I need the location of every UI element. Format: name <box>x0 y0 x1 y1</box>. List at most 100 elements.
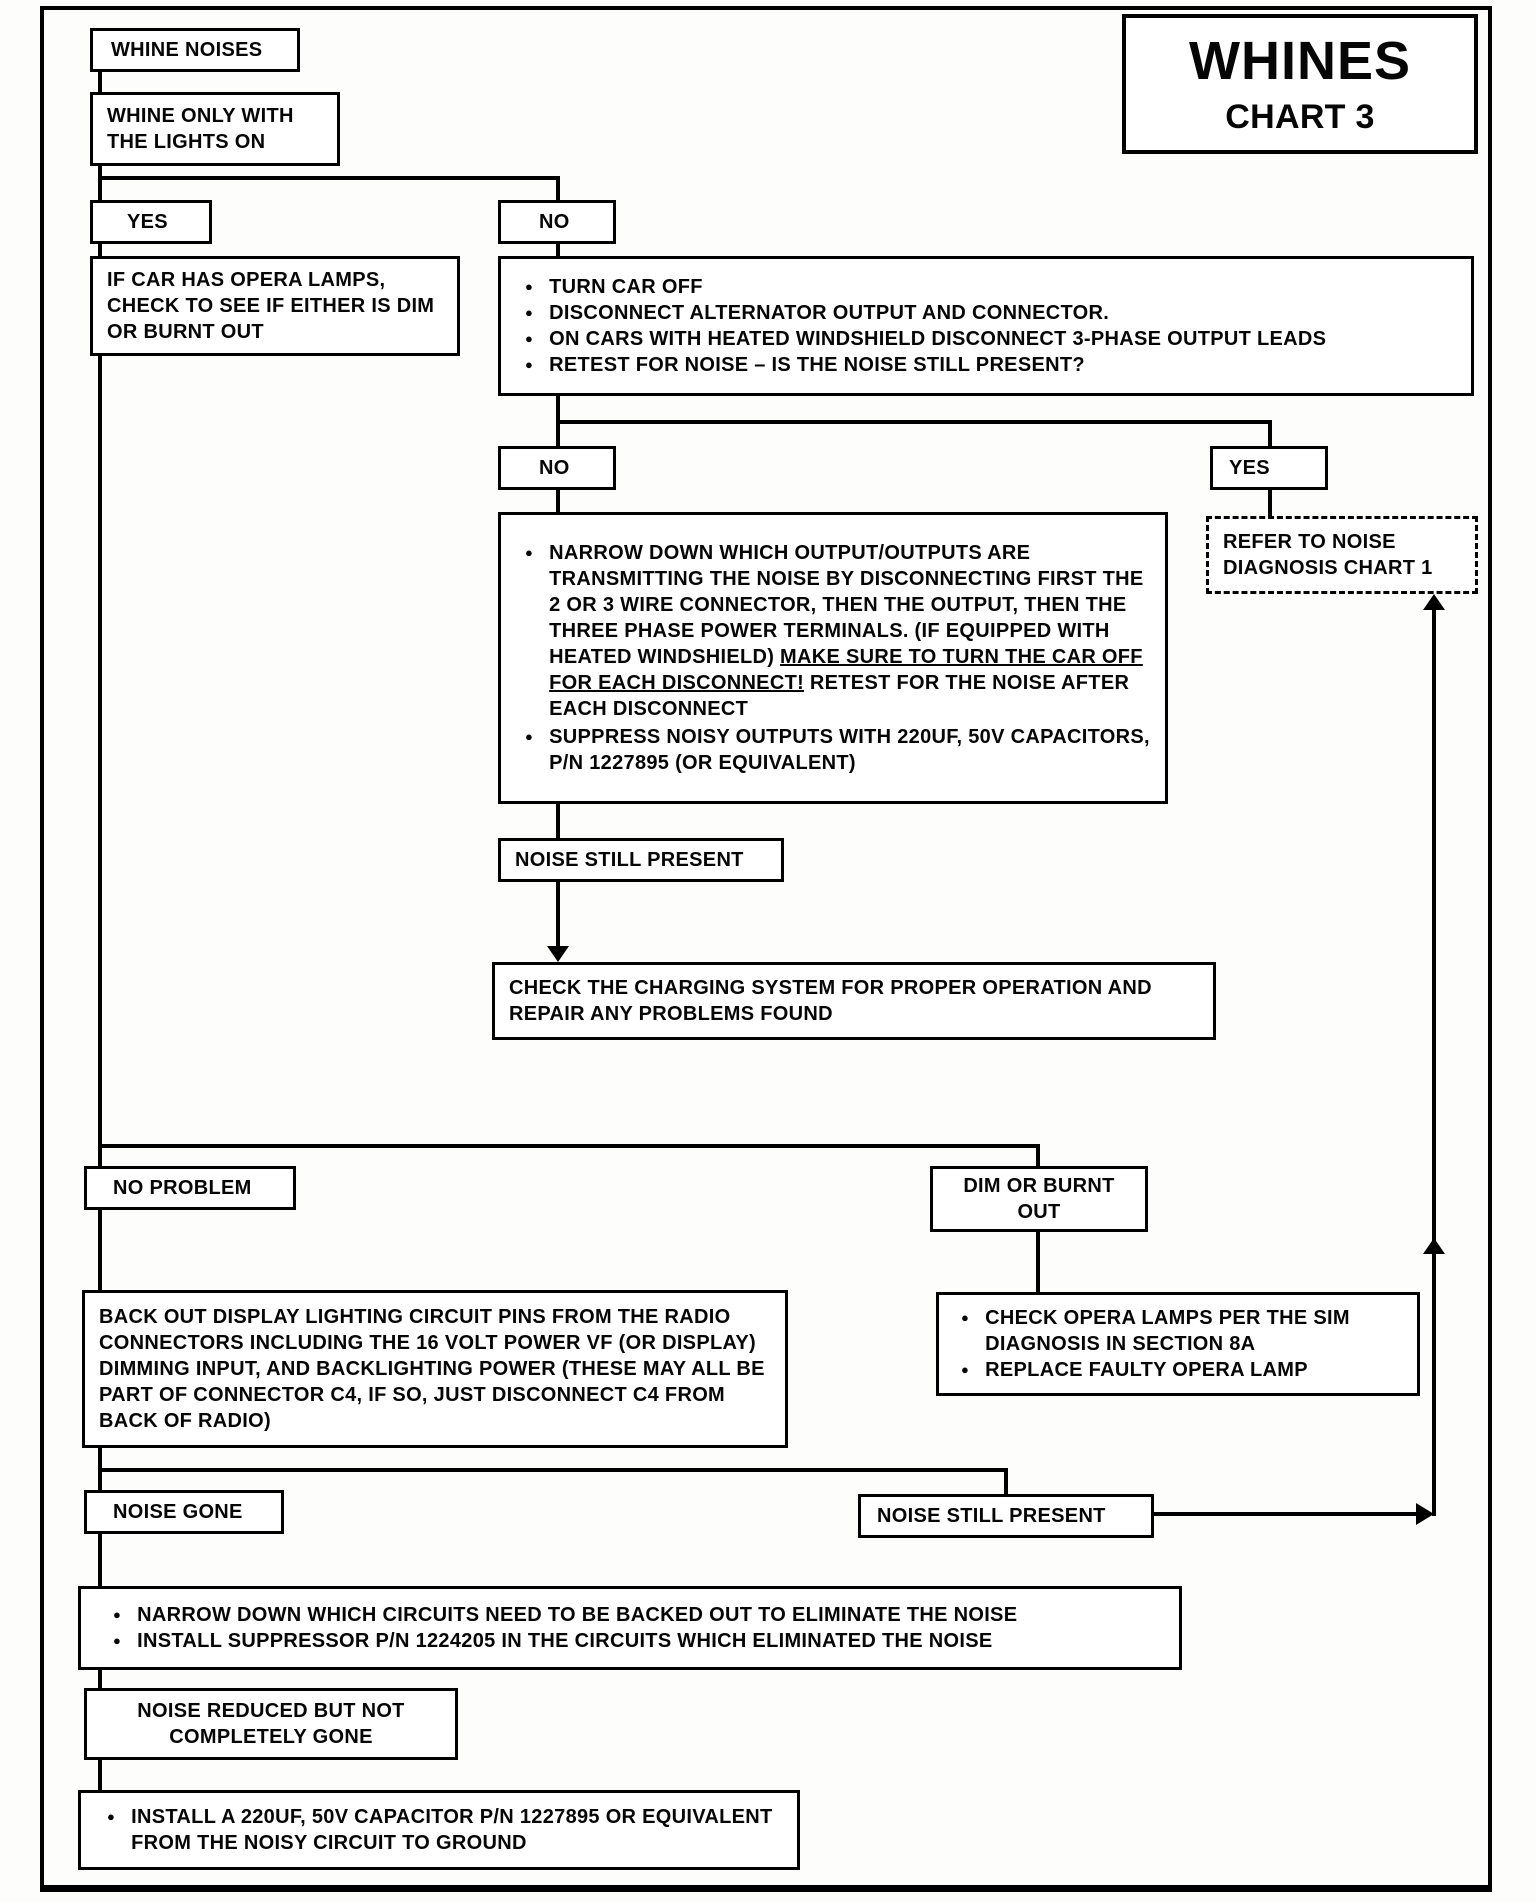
arrow-right-icon <box>1416 1503 1434 1525</box>
node-text: DIM OR BURNT OUT <box>963 1175 1115 1223</box>
bullet-icon: ● <box>525 331 534 346</box>
step-row: ● INSTALL A 220UF, 50V CAPACITOR P/N 122… <box>107 1804 783 1856</box>
connector-line <box>1036 1232 1040 1294</box>
node-no-2: NO <box>498 446 616 490</box>
step-text: RETEST FOR NOISE – IS THE NOISE STILL PR… <box>549 354 1085 376</box>
step-row: ● INSTALL SUPPRESSOR P/N 1224205 IN THE … <box>113 1628 1165 1654</box>
arrow-up-icon <box>1423 594 1445 610</box>
connector-line <box>98 1210 102 1292</box>
node-opera-lamps-check: IF CAR HAS OPERA LAMPS, CHECK TO SEE IF … <box>90 256 460 356</box>
connector-line <box>1268 420 1272 446</box>
chart-title: WHINES <box>1189 31 1411 91</box>
node-turn-car-off-steps: ● TURN CAR OFF ● DISCONNECT ALTERNATOR O… <box>498 256 1474 396</box>
connector-line <box>556 176 560 204</box>
connector-line <box>98 244 102 258</box>
connector-line <box>98 70 102 96</box>
page-border <box>40 6 1492 1892</box>
step-row: ● SUPPRESS NOISY OUTPUTS WITH 220UF, 50V… <box>525 724 1151 776</box>
node-noise-still-present-2: NOISE STILL PRESENT <box>858 1494 1154 1538</box>
bullet-icon: ● <box>113 1633 122 1648</box>
step-row: ● NARROW DOWN WHICH CIRCUITS NEED TO BE … <box>113 1602 1165 1628</box>
step-row: ● DISCONNECT ALTERNATOR OUTPUT AND CONNE… <box>525 300 1457 326</box>
connector-line <box>1036 1144 1040 1168</box>
node-noise-reduced: NOISE REDUCED BUT NOT COMPLETELY GONE <box>84 1688 458 1760</box>
node-label: WHINE NOISES <box>111 39 263 61</box>
node-label: NOISE STILL PRESENT <box>877 1505 1106 1527</box>
node-whine-only-lights: WHINE ONLY WITH THE LIGHTS ON <box>90 92 340 166</box>
node-no-problem: NO PROBLEM <box>84 1166 296 1210</box>
step-text: INSTALL A 220UF, 50V CAPACITOR P/N 12278… <box>131 1806 773 1854</box>
node-noise-still-present-1: NOISE STILL PRESENT <box>498 838 784 882</box>
bullet-icon: ● <box>107 1809 116 1824</box>
step-row: ● CHECK OPERA LAMPS PER THE SIM DIAGNOSI… <box>961 1305 1403 1357</box>
bullet-icon: ● <box>525 729 534 744</box>
node-label: YES <box>1229 457 1270 479</box>
node-noise-gone: NOISE GONE <box>84 1490 284 1534</box>
bullet-icon: ● <box>113 1607 122 1622</box>
node-install-capacitor: ● INSTALL A 220UF, 50V CAPACITOR P/N 122… <box>78 1790 800 1870</box>
node-yes-2: YES <box>1210 446 1328 490</box>
bullet-icon: ● <box>525 357 534 372</box>
node-text: NOISE REDUCED BUT NOT COMPLETELY GONE <box>137 1700 405 1748</box>
node-yes-1: YES <box>90 200 212 244</box>
step-row: ● NARROW DOWN WHICH OUTPUT/OUTPUTS ARE T… <box>525 540 1151 722</box>
node-text: IF CAR HAS OPERA LAMPS, CHECK TO SEE IF … <box>107 269 435 343</box>
node-label: NO PROBLEM <box>113 1177 252 1199</box>
step-text: DISCONNECT ALTERNATOR OUTPUT AND CONNECT… <box>549 302 1110 324</box>
step-text: INSTALL SUPPRESSOR P/N 1224205 IN THE CI… <box>137 1630 993 1652</box>
step-text: NARROW DOWN WHICH OUTPUT/OUTPUTS ARE TRA… <box>549 540 1151 722</box>
node-label: YES <box>127 211 168 233</box>
step-row: ● ON CARS WITH HEATED WINDSHIELD DISCONN… <box>525 326 1457 352</box>
arrow-up-icon <box>1423 1238 1445 1254</box>
step-text-pre: NARROW DOWN WHICH OUTPUT/OUTPUTS ARE TRA… <box>549 542 1144 668</box>
connector-line <box>1004 1468 1008 1496</box>
step-row: ● TURN CAR OFF <box>525 274 1457 300</box>
bullet-icon: ● <box>961 1310 970 1325</box>
node-label: NO <box>539 211 570 233</box>
connector-line <box>556 882 560 948</box>
node-text: REFER TO NOISE DIAGNOSIS CHART 1 <box>1223 531 1433 579</box>
node-text: CHECK THE CHARGING SYSTEM FOR PROPER OPE… <box>509 977 1152 1025</box>
connector-line <box>98 166 102 204</box>
chart-subtitle: CHART 3 <box>1225 98 1375 136</box>
connector-line <box>556 804 560 840</box>
node-check-charging-system: CHECK THE CHARGING SYSTEM FOR PROPER OPE… <box>492 962 1216 1040</box>
connector-line <box>98 1534 102 1588</box>
step-text-post: RETEST FOR THE NOISE AFTER EACH DISCONNE… <box>549 672 1130 720</box>
node-refer-chart-1: REFER TO NOISE DIAGNOSIS CHART 1 <box>1206 516 1478 594</box>
bullet-icon: ● <box>525 305 534 320</box>
node-label: NO <box>539 457 570 479</box>
step-row: ● RETEST FOR NOISE – IS THE NOISE STILL … <box>525 352 1457 378</box>
connector-line <box>98 1670 102 1690</box>
connector-line <box>556 488 560 514</box>
node-dim-or-burnt-out: DIM OR BURNT OUT <box>930 1166 1148 1232</box>
connector-line <box>98 1760 102 1792</box>
step-text: ON CARS WITH HEATED WINDSHIELD DISCONNEC… <box>549 328 1327 350</box>
node-text: BACK OUT DISPLAY LIGHTING CIRCUIT PINS F… <box>99 1306 765 1432</box>
connector-line <box>556 244 560 258</box>
node-label: NOISE GONE <box>113 1501 243 1523</box>
connector-line <box>556 420 1272 424</box>
connector-line <box>98 176 560 180</box>
node-narrow-down-outputs: ● NARROW DOWN WHICH OUTPUT/OUTPUTS ARE T… <box>498 512 1168 804</box>
arrow-down-icon <box>547 946 569 962</box>
step-text: CHECK OPERA LAMPS PER THE SIM DIAGNOSIS … <box>985 1307 1350 1355</box>
node-check-opera-lamps: ● CHECK OPERA LAMPS PER THE SIM DIAGNOSI… <box>936 1292 1420 1396</box>
node-label: NOISE STILL PRESENT <box>515 849 744 871</box>
node-back-out-display-pins: BACK OUT DISPLAY LIGHTING CIRCUIT PINS F… <box>82 1290 788 1448</box>
chart-title-box: WHINES CHART 3 <box>1122 14 1478 154</box>
step-text: TURN CAR OFF <box>549 276 703 298</box>
step-text: SUPPRESS NOISY OUTPUTS WITH 220UF, 50V C… <box>549 726 1150 774</box>
step-text: NARROW DOWN WHICH CIRCUITS NEED TO BE BA… <box>137 1604 1018 1626</box>
bullet-icon: ● <box>525 279 534 294</box>
node-no-1: NO <box>498 200 616 244</box>
step-text: REPLACE FAULTY OPERA LAMP <box>985 1359 1308 1381</box>
step-text-underlined: MAKE SURE TO TURN THE CAR OFF FOR EACH D… <box>549 646 1143 694</box>
node-narrow-down-circuits: ● NARROW DOWN WHICH CIRCUITS NEED TO BE … <box>78 1586 1182 1670</box>
step-row: ● REPLACE FAULTY OPERA LAMP <box>961 1357 1403 1383</box>
connector-line <box>98 1468 1008 1472</box>
node-whine-noises: WHINE NOISES <box>90 28 300 72</box>
return-line-horizontal <box>1152 1512 1418 1516</box>
connector-line <box>98 356 102 1168</box>
